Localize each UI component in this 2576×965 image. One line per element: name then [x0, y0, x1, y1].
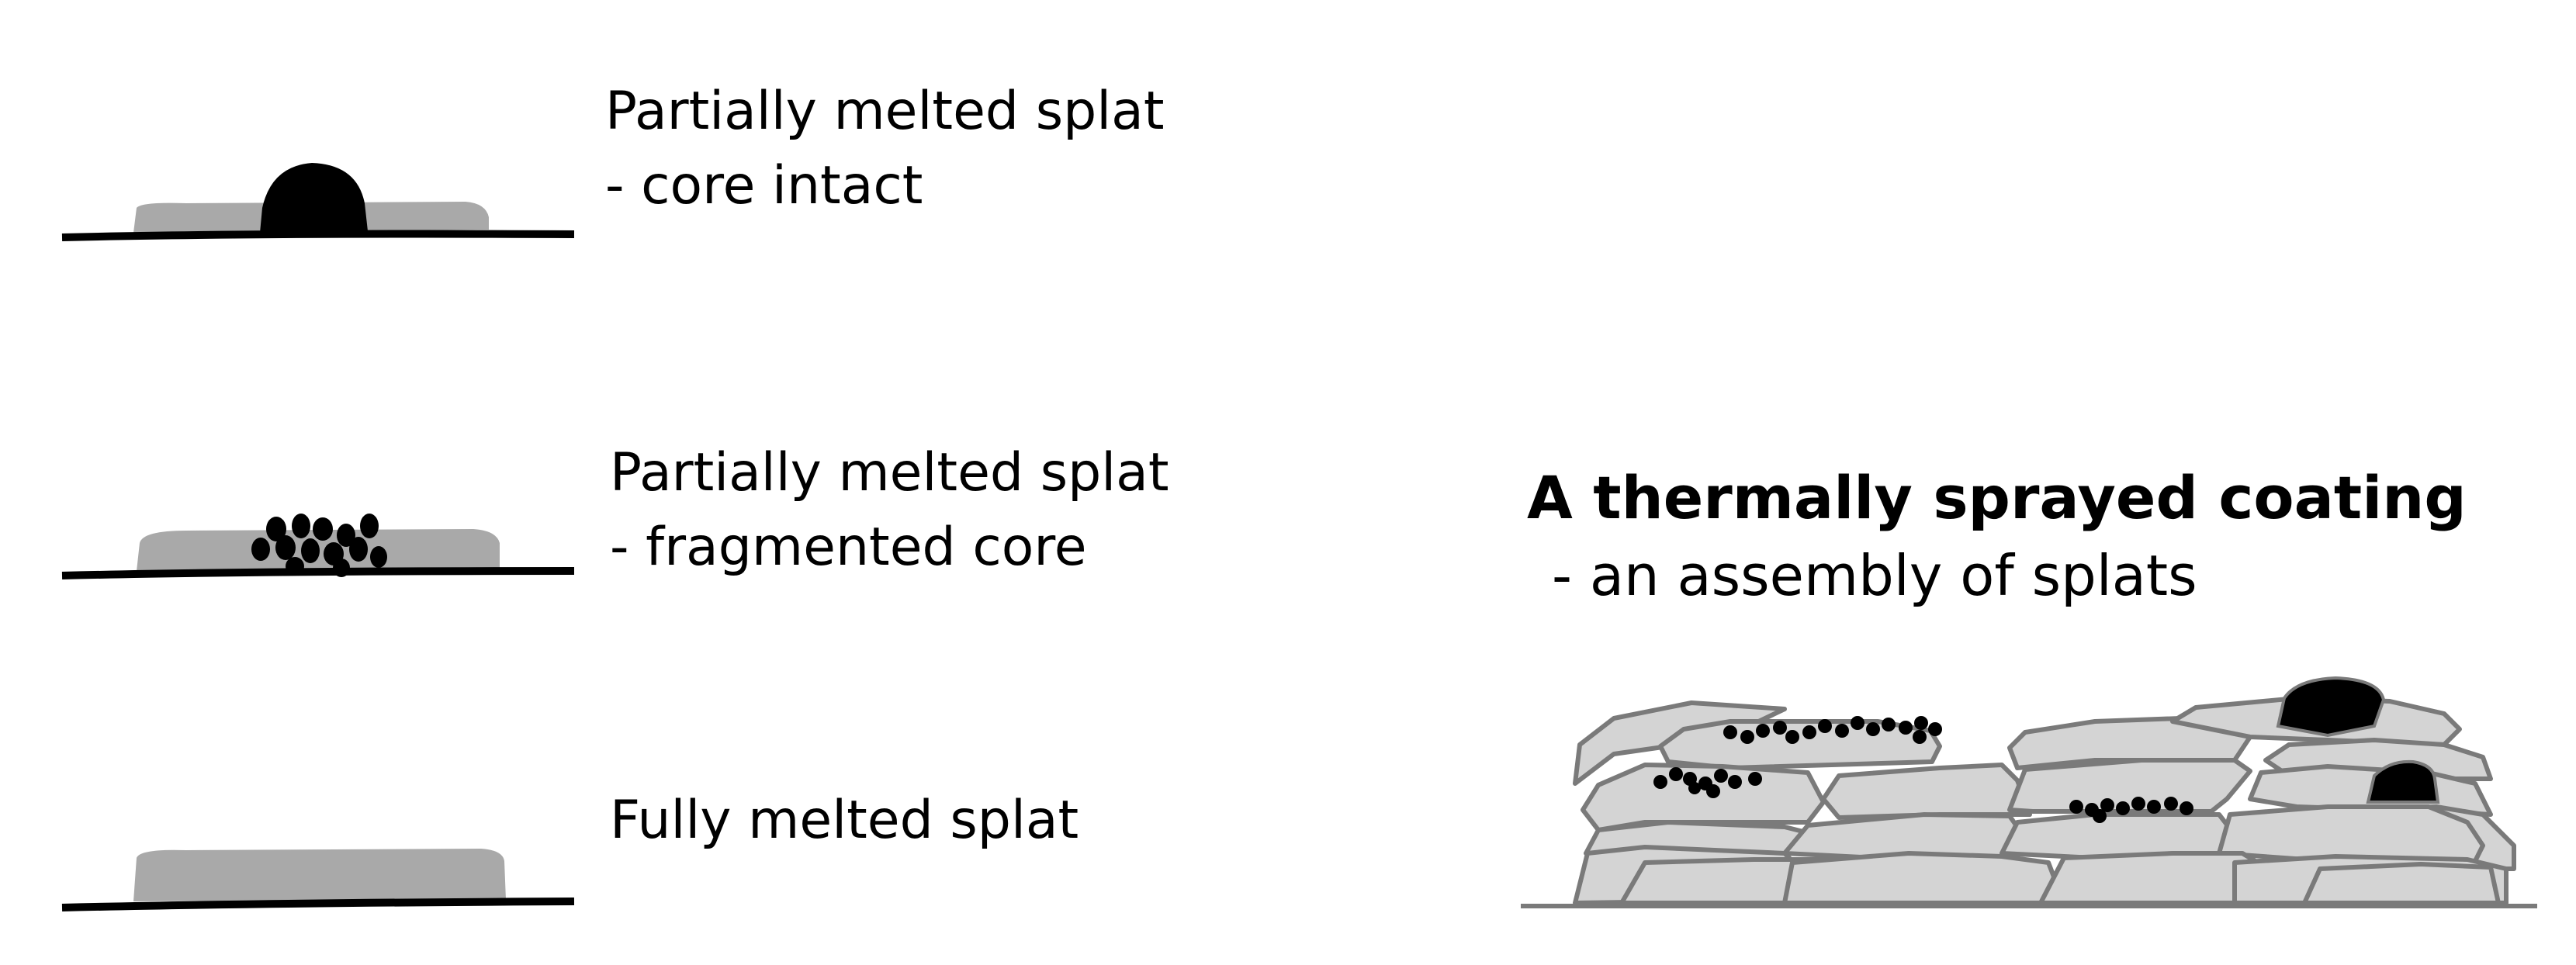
substrate-line: [61, 898, 575, 911]
intact-core: [2366, 759, 2440, 804]
intact-core: [260, 163, 368, 233]
coating-core-fragments: [1653, 716, 2193, 823]
splat-label-fully-melted: Fully melted splat: [610, 783, 1079, 858]
intact-core: [2276, 676, 2386, 738]
coating-splat: [2007, 758, 2252, 814]
splat-fragmented-core: [61, 514, 575, 579]
core-fragments: [251, 514, 387, 577]
substrate-line: [61, 230, 575, 241]
coating-subtitle: - an assembly of splats: [1552, 543, 2197, 608]
splat-label-core-intact: Partially melted splat - core intact: [605, 74, 1165, 223]
coating-splat: [1581, 763, 1826, 832]
label-line1: Partially melted splat: [605, 81, 1165, 142]
coating-splat: [2302, 862, 2501, 905]
splat-core-intact: [61, 163, 575, 241]
coating-splat: [1658, 719, 1942, 770]
coating-cores: [2276, 676, 2440, 804]
splat-body: [133, 849, 506, 901]
label-line1: Partially melted splat: [610, 442, 1169, 503]
splat-fully-melted: [61, 849, 575, 911]
coating-title: A thermally sprayed coating: [1527, 463, 2467, 532]
coating-splat: [2217, 804, 2485, 863]
coating-splat: [1782, 851, 2066, 905]
splat-label-fragmented-core: Partially melted splat - fragmented core: [610, 436, 1169, 585]
substrate-line: [61, 567, 575, 579]
coating-assembly: [1573, 696, 2516, 905]
label-line1: Fully melted splat: [610, 790, 1079, 851]
label-line2: - fragmented core: [610, 517, 1087, 578]
label-line2: - core intact: [605, 155, 923, 216]
coating-splat: [2038, 851, 2268, 905]
coating-splat: [1821, 763, 2032, 820]
